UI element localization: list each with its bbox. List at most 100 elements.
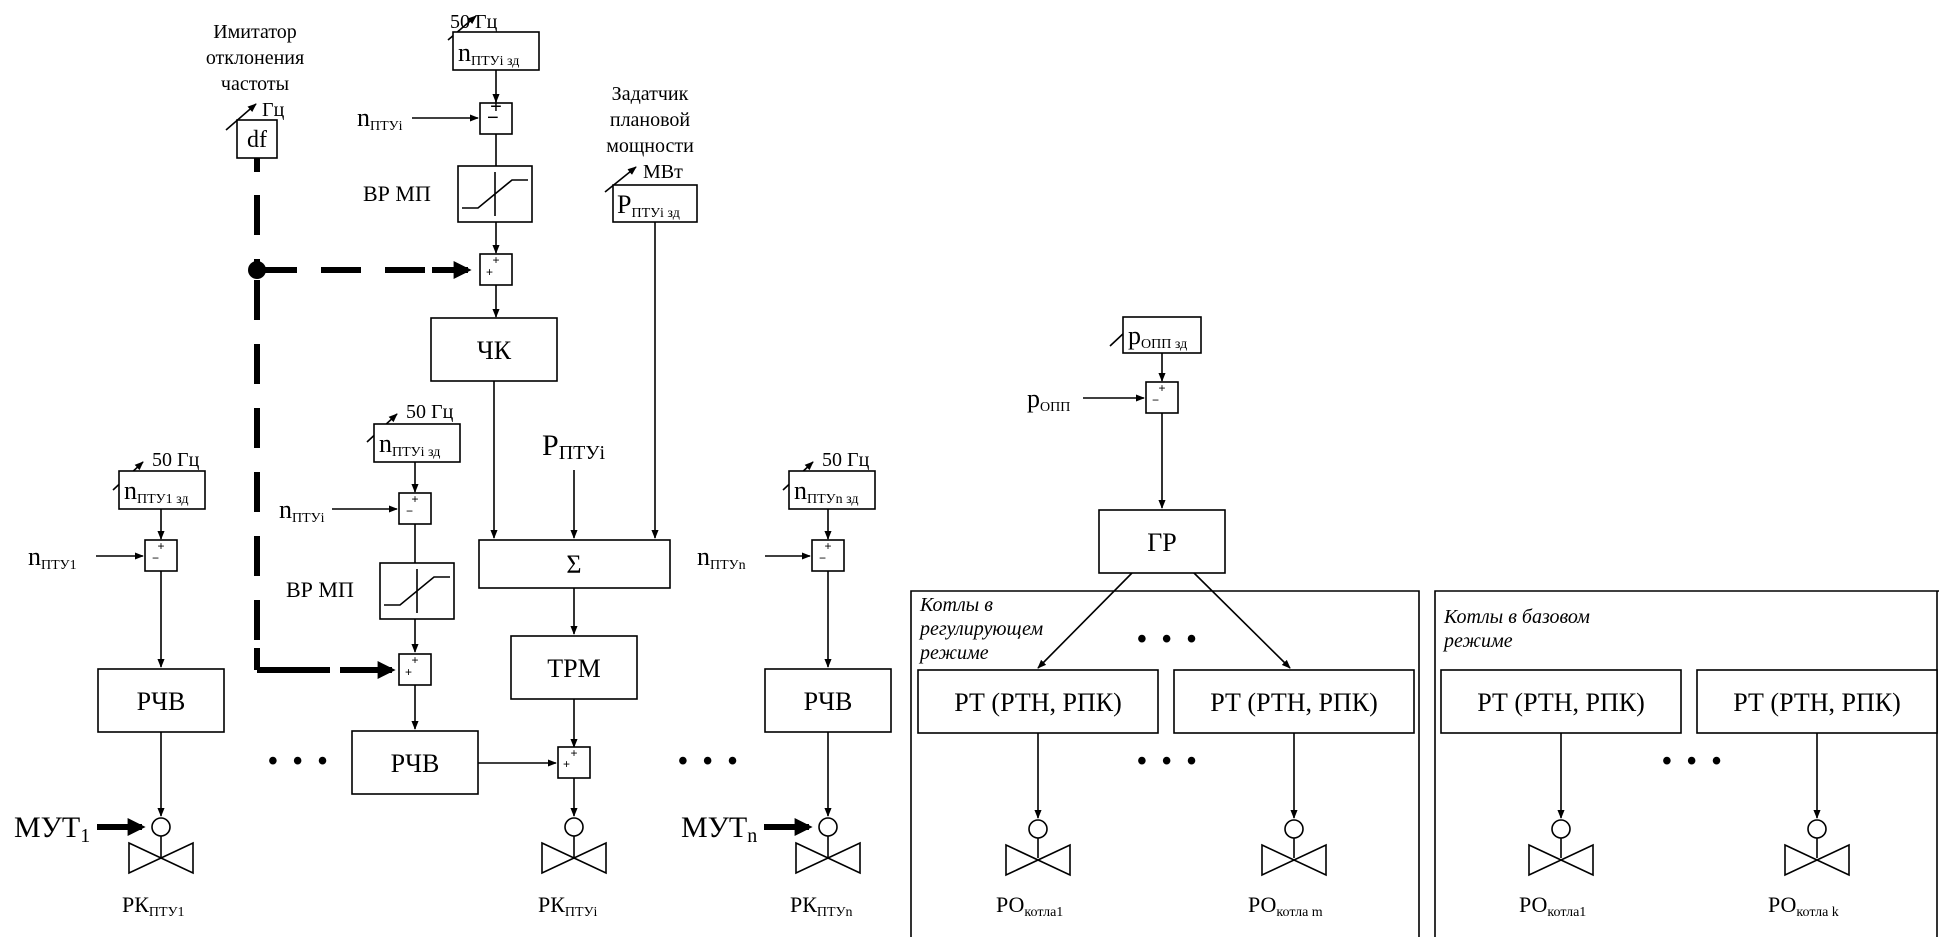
valve-actuator-i xyxy=(564,817,584,837)
svg-text:РКПТУ1: РКПТУ1 xyxy=(122,892,185,920)
svg-text:РКПТУn: РКПТУn xyxy=(790,892,853,920)
valve-icon-base-k xyxy=(1784,843,1850,877)
svg-text:Σ: Σ xyxy=(566,550,581,579)
ellipsis-left: • • • xyxy=(268,746,331,777)
df-unit: Гц xyxy=(262,99,285,121)
n-ptui-setpoint-lower xyxy=(373,423,461,463)
svg-text:режиме: режиме xyxy=(918,642,989,664)
gr-block xyxy=(1098,509,1226,574)
sum-node-p-opp xyxy=(1145,381,1179,414)
svg-text:мощности: мощности xyxy=(606,135,694,157)
column-n: 50 Гц nПТУn зд + − nПТУn РЧВ МУТn РКПТУn xyxy=(681,449,892,920)
valve-icon-base-1 xyxy=(1528,843,1594,877)
valve-icon-reg-m xyxy=(1261,843,1327,877)
svg-text:плановой: плановой xyxy=(610,109,691,131)
valve-icon-reg-1 xyxy=(1005,843,1071,877)
svg-text:РТ (РТН, РПК): РТ (РТН, РПК) xyxy=(1733,688,1901,717)
svg-text:Котлы в: Котлы в xyxy=(919,594,993,616)
column-i-upper: 50 Гц nПТУi зд + − nПТУi ВР МП + + ЧК xyxy=(357,11,558,539)
frequency-distribution-lines xyxy=(248,158,472,679)
regulating-boilers-group: Котлы в регулирующем режиме РТ (РТН, РПК… xyxy=(910,590,1420,937)
rt-block-reg-1 xyxy=(917,669,1159,734)
svg-text:+: + xyxy=(411,492,418,506)
svg-text:+: + xyxy=(824,539,831,553)
svg-text:nПТУ1: nПТУ1 xyxy=(28,542,77,573)
svg-text:nПТУn: nПТУn xyxy=(697,542,746,573)
svg-text:МУТ1: МУТ1 xyxy=(14,811,90,847)
valve-actuator-n xyxy=(818,817,838,837)
svg-text:• • •: • • • xyxy=(1137,746,1200,777)
n-ptui-input-top: nПТУi xyxy=(357,103,403,134)
rchv-block-1 xyxy=(97,668,225,733)
rt-block-reg-m xyxy=(1173,669,1415,734)
n-ptu1-setpoint xyxy=(118,470,206,510)
rchv-block-n xyxy=(764,668,892,733)
df-label: df xyxy=(247,127,267,153)
svg-text:+: + xyxy=(405,665,412,679)
rt-block-base-k xyxy=(1696,669,1938,734)
svg-text:РЧВ: РЧВ xyxy=(137,687,186,716)
svg-text:РОкотла m: РОкотла m xyxy=(1248,892,1323,920)
svg-text:+: + xyxy=(563,757,570,771)
imitator-label-line2: отклонения xyxy=(206,47,304,69)
n-ptun-setpoint xyxy=(788,470,876,510)
svg-text:50 Гц: 50 Гц xyxy=(406,401,454,423)
svg-text:+: + xyxy=(411,653,418,667)
svg-text:• • •: • • • xyxy=(1662,746,1725,777)
svg-text:pОПП: pОПП xyxy=(1027,384,1070,415)
svg-text:+: + xyxy=(157,539,164,553)
svg-text:ТРМ: ТРМ xyxy=(547,654,600,683)
df-adjust-arrow xyxy=(225,103,257,131)
svg-text:nПТУn зд: nПТУn зд xyxy=(794,476,858,507)
svg-text:−: − xyxy=(406,504,413,518)
svg-text:РТ (РТН, РПК): РТ (РТН, РПК) xyxy=(954,688,1122,717)
svg-text:РЧВ: РЧВ xyxy=(391,749,440,778)
svg-text:РКПТУi: РКПТУi xyxy=(538,892,597,920)
rchv-block-i xyxy=(351,730,479,795)
svg-text:PПТУi зд: PПТУi зд xyxy=(617,190,680,221)
svg-text:РОкотла1: РОкотла1 xyxy=(996,892,1063,920)
column-i-lower: 50 Гц nПТУi зд + − nПТУi ВР МП + + РЧВ +… xyxy=(279,401,607,920)
svg-text:pОПП зд: pОПП зд xyxy=(1128,321,1187,352)
sigma-block xyxy=(478,539,671,589)
svg-text:РОкотла k: РОкотла k xyxy=(1768,892,1839,920)
svg-text:ГР: ГР xyxy=(1147,528,1177,557)
svg-text:−: − xyxy=(487,107,499,129)
valve-icon-1 xyxy=(128,841,194,875)
svg-text:ЧК: ЧК xyxy=(477,336,512,365)
setpoint-hz-top: 50 Гц xyxy=(450,11,498,33)
svg-text:режиме: режиме xyxy=(1442,630,1513,652)
p-ptui-input: PПТУi xyxy=(542,429,606,539)
svg-text:nПТУi: nПТУi xyxy=(279,495,325,526)
svg-text:+: + xyxy=(570,746,577,760)
base-boilers-group: Котлы в базовом режиме РТ (РТН, РПК) РТ … xyxy=(1434,590,1939,937)
svg-text:+: + xyxy=(490,96,502,118)
svg-text:50 Гц: 50 Гц xyxy=(152,449,200,471)
ellipsis-gr: • • • xyxy=(1137,624,1200,655)
svg-text:РОкотла1: РОкотла1 xyxy=(1519,892,1586,920)
frequency-imitator: Имитатор отклонения частоты df Гц xyxy=(206,21,304,159)
svg-text:РТ (РТН, РПК): РТ (РТН, РПК) xyxy=(1210,688,1378,717)
svg-text:ВР МП: ВР МП xyxy=(286,577,354,602)
column-1: 50 Гц nПТУ1 зд + − nПТУ1 РЧВ МУТ1 РКПТУ1 xyxy=(14,449,225,920)
chk-block xyxy=(430,317,558,382)
imitator-label-line1: Имитатор xyxy=(213,21,297,43)
svg-text:Котлы в базовом: Котлы в базовом xyxy=(1443,606,1590,628)
sum-node-df-top xyxy=(479,253,513,286)
power-setter: Задатчик плановой мощности МВт PПТУi зд xyxy=(604,83,698,539)
summator-trm: Σ ТРМ xyxy=(478,539,671,748)
svg-text:РТ (РТН, РПК): РТ (РТН, РПК) xyxy=(1477,688,1645,717)
svg-text:nПТУi зд: nПТУi зд xyxy=(458,38,519,69)
p-opp-setpoint xyxy=(1122,316,1202,354)
svg-text:PПТУi: PПТУi xyxy=(542,429,606,464)
svg-text:+: + xyxy=(486,265,493,279)
svg-text:−: − xyxy=(152,551,159,565)
svg-text:nПТУ1 зд: nПТУ1 зд xyxy=(124,476,188,507)
rt-block-base-1 xyxy=(1440,669,1682,734)
imitator-label-line3: частоты xyxy=(221,73,289,95)
svg-text:регулирующем: регулирующем xyxy=(918,618,1043,640)
svg-text:−: − xyxy=(1152,393,1159,407)
trm-block xyxy=(510,635,638,700)
valve-actuator-1 xyxy=(151,817,171,837)
